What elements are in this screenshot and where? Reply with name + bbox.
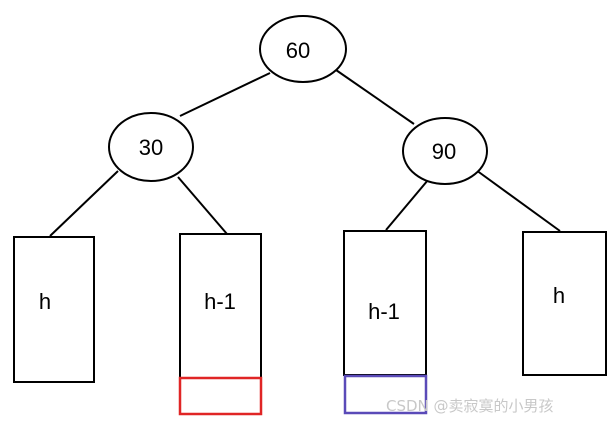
edge-60-90	[335, 69, 415, 125]
subtree-right-left-label: h-1	[368, 299, 400, 324]
node-right-label: 90	[432, 139, 456, 164]
edge-90-h-right	[475, 169, 561, 232]
edge-30-h1	[177, 176, 228, 235]
watermark: CSDN @卖寂寞的小男孩	[386, 397, 554, 415]
subtree-right-right: h	[522, 231, 607, 376]
node-right: 90	[402, 117, 488, 185]
subtree-right-left: h-1	[343, 230, 427, 376]
node-root-label: 60	[286, 38, 310, 63]
node-left: 30	[108, 112, 194, 182]
red-insert-box	[178, 376, 263, 416]
node-left-label: 30	[139, 135, 163, 160]
blue-insert-box	[343, 374, 428, 415]
edge-60-30	[179, 72, 271, 117]
edge-30-h-left	[49, 170, 119, 237]
edge-90-h1	[385, 179, 429, 231]
subtree-left-left: h	[13, 236, 95, 383]
node-root: 60	[259, 15, 347, 83]
subtree-left-left-label: h	[39, 289, 51, 314]
subtree-left-right: h-1	[179, 233, 262, 379]
subtree-right-right-label: h	[553, 283, 565, 308]
subtree-left-right-label: h-1	[204, 289, 236, 314]
